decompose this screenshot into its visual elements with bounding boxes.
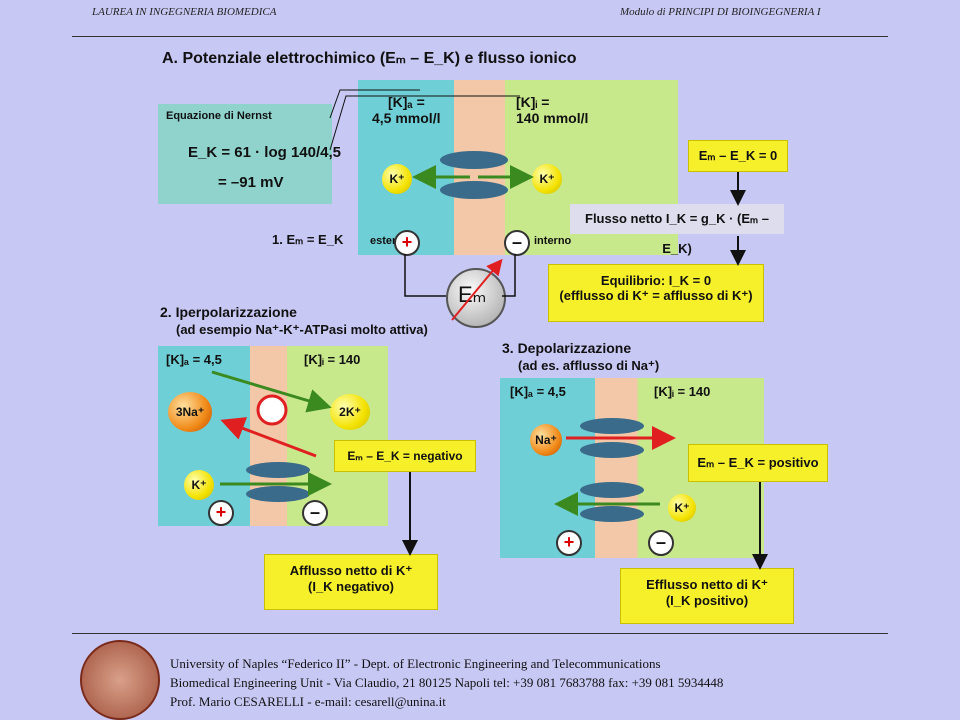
ki-value-a: 140 mmol/l (516, 110, 589, 126)
box-afflusso: Afflusso netto di K⁺ (I_K negativo) (264, 554, 438, 610)
header-module: Modulo di PRINCIPI DI BIOINGEGNERIA I (620, 6, 821, 18)
header-course: LAUREA IN INGEGNERIA BIOMEDICA (92, 6, 277, 18)
panel2-title2: (ad esempio Na⁺-K⁺-ATPasi molto attiva) (176, 322, 428, 337)
nernst-title: Equazione di Nernst (166, 110, 272, 122)
membrane-panel-2: [K]ₐ = 4,5 [K]ᵢ = 140 (158, 346, 388, 526)
ki-label-a: [K]ᵢ = (516, 94, 550, 110)
voltmeter-label: Eₘ (458, 282, 487, 307)
plus-sign-3: + (556, 530, 582, 556)
footer-line2: Biomedical Engineering Unit - Via Claudi… (170, 675, 724, 690)
minus-sign-a: – (504, 230, 530, 256)
panel-a-title: A. Potenziale elettrochimico (Eₘ – E_K) … (162, 50, 577, 67)
header-divider (72, 36, 888, 37)
flux-box: Flusso netto I_K = g_K · (Eₘ – E_K) (570, 204, 784, 256)
plus-sign-a: + (394, 230, 420, 256)
k2-ion-panel2: 2K⁺ (330, 394, 370, 430)
footer-text: University of Naples “Federico II” - Dep… (170, 654, 723, 711)
box-em-ek-zero: Eₘ – E_K = 0 (688, 140, 788, 172)
panel2-title1: 2. Iperpolarizzazione (160, 304, 297, 320)
k-ion-left: K⁺ (382, 164, 412, 194)
nernst-result: = –91 mV (218, 174, 284, 191)
afflusso-line2: (I_K negativo) (308, 579, 394, 594)
box-positivo: Eₘ – E_K = positivo (688, 444, 828, 482)
ke-value-a: 4,5 mmol/l (372, 110, 441, 126)
voltmeter: Eₘ (446, 268, 506, 328)
panel3-title2: (ad es. afflusso di Na⁺) (518, 358, 660, 373)
panel2-ki: [K]ᵢ = 140 (304, 352, 361, 367)
footer-line3: Prof. Mario CESARELLI - e-mail: cesarell… (170, 694, 446, 709)
box-equilibrium: Equilibrio: I_K = 0 (efflusso di K⁺ = af… (548, 264, 764, 322)
label-interno: interno (534, 235, 572, 247)
box-negativo: Eₘ – E_K = negativo (334, 440, 476, 472)
nernst-box: Equazione di Nernst E_K = 61 · log 140/4… (158, 104, 341, 204)
nernst-eq: E_K = 61 · log 140/4,5 (188, 144, 341, 161)
efflusso-line1: Efflusso netto di K⁺ (646, 577, 768, 592)
k-ion-right: K⁺ (532, 164, 562, 194)
minus-sign-2: – (302, 500, 328, 526)
na-ion-panel2: 3Na⁺ (168, 392, 212, 432)
panel3-ke: [K]ₐ = 4,5 (510, 384, 566, 399)
equil-line2: (efflusso di K⁺ = afflusso di K⁺) (559, 288, 753, 303)
ke-label-a: [K]ₐ = (388, 94, 425, 110)
panel3-ki: [K]ᵢ = 140 (654, 384, 711, 399)
footer-divider (72, 633, 888, 634)
electrode-wire-plus (404, 254, 446, 297)
afflusso-line1: Afflusso netto di K⁺ (289, 563, 413, 578)
k-ion-panel2: K⁺ (184, 470, 214, 500)
footer-line1: University of Naples “Federico II” - Dep… (170, 656, 661, 671)
box-efflusso: Efflusso netto di K⁺ (I_K positivo) (620, 568, 794, 624)
panel3-title1: 3. Depolarizzazione (502, 340, 632, 356)
minus-sign-3: – (648, 530, 674, 556)
equil-line1: Equilibrio: I_K = 0 (600, 273, 712, 288)
k-ion-panel3: K⁺ (668, 494, 696, 522)
plus-sign-2: + (208, 500, 234, 526)
na-ion-panel3: Na⁺ (530, 424, 562, 456)
university-seal (80, 640, 160, 720)
step1-label: 1. Eₘ = E_K (272, 232, 344, 247)
efflusso-line2: (I_K positivo) (665, 593, 749, 608)
panel2-ke: [K]ₐ = 4,5 (166, 352, 222, 367)
